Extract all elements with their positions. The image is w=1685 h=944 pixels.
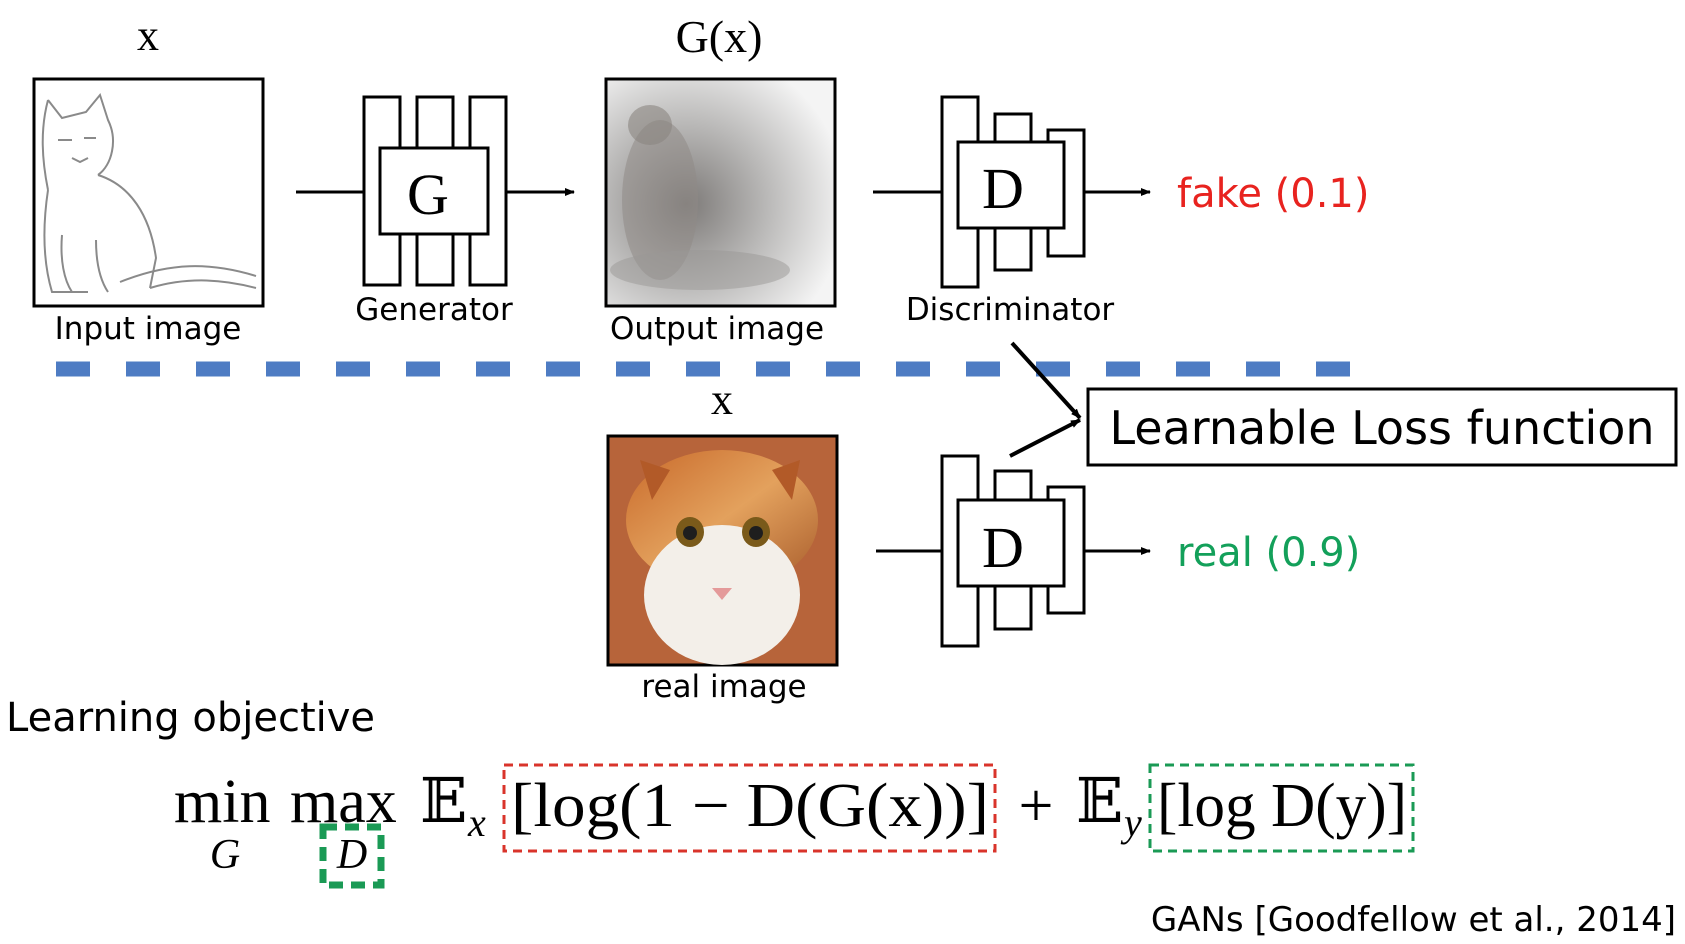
discriminator-top-to-loss-arrow bbox=[1010, 341, 1082, 420]
max-subscript-box bbox=[319, 823, 385, 889]
fake-term: [log(1 − D(G(x))] bbox=[511, 772, 989, 840]
loss-function-label: Learnable Loss function bbox=[1109, 401, 1654, 455]
input-var-label: x bbox=[137, 11, 159, 60]
expectation-x: 𝔼 bbox=[420, 768, 467, 836]
output-caption: Output image bbox=[610, 311, 824, 347]
real-image-caption: real image bbox=[641, 669, 806, 705]
input-image bbox=[32, 77, 265, 308]
objective-heading: Learning objective bbox=[6, 695, 375, 741]
discriminator-block-bottom bbox=[940, 454, 1086, 648]
generator-letter: G bbox=[407, 162, 449, 227]
input-caption: Input image bbox=[55, 311, 242, 347]
discriminator-bottom-to-loss-arrow bbox=[1009, 418, 1081, 458]
discriminator-letter-bottom: D bbox=[982, 515, 1024, 580]
objective-min: min bbox=[174, 768, 270, 836]
fake-term-box bbox=[502, 763, 997, 853]
generator-block bbox=[362, 95, 508, 287]
real-label: real (0.9) bbox=[1177, 530, 1360, 576]
generator-caption: Generator bbox=[355, 292, 513, 328]
fake-label: fake (0.1) bbox=[1177, 171, 1369, 217]
objective-min-subscript: G bbox=[210, 832, 240, 878]
output-image bbox=[604, 77, 837, 308]
discriminator-caption: Discriminator bbox=[906, 292, 1115, 328]
real-image bbox=[606, 434, 839, 667]
cat-sketch bbox=[41, 92, 257, 293]
discriminator-block-top bbox=[940, 95, 1086, 289]
loss-function-box bbox=[1086, 387, 1678, 467]
output-var-label: G(x) bbox=[676, 11, 763, 62]
expectation-x-subscript: x bbox=[467, 800, 486, 845]
discriminator-letter-top: D bbox=[982, 156, 1024, 221]
expectation-y: 𝔼 bbox=[1076, 768, 1123, 836]
real-var-label: x bbox=[711, 375, 733, 424]
expectation-y-subscript: y bbox=[1120, 800, 1142, 845]
real-term-box bbox=[1148, 763, 1415, 853]
objective-plus: + bbox=[1019, 772, 1054, 840]
objective-max-subscript: D bbox=[336, 832, 367, 878]
real-term: [log D(y)] bbox=[1157, 772, 1407, 840]
citation: GANs [Goodfellow et al., 2014] bbox=[1151, 900, 1676, 940]
